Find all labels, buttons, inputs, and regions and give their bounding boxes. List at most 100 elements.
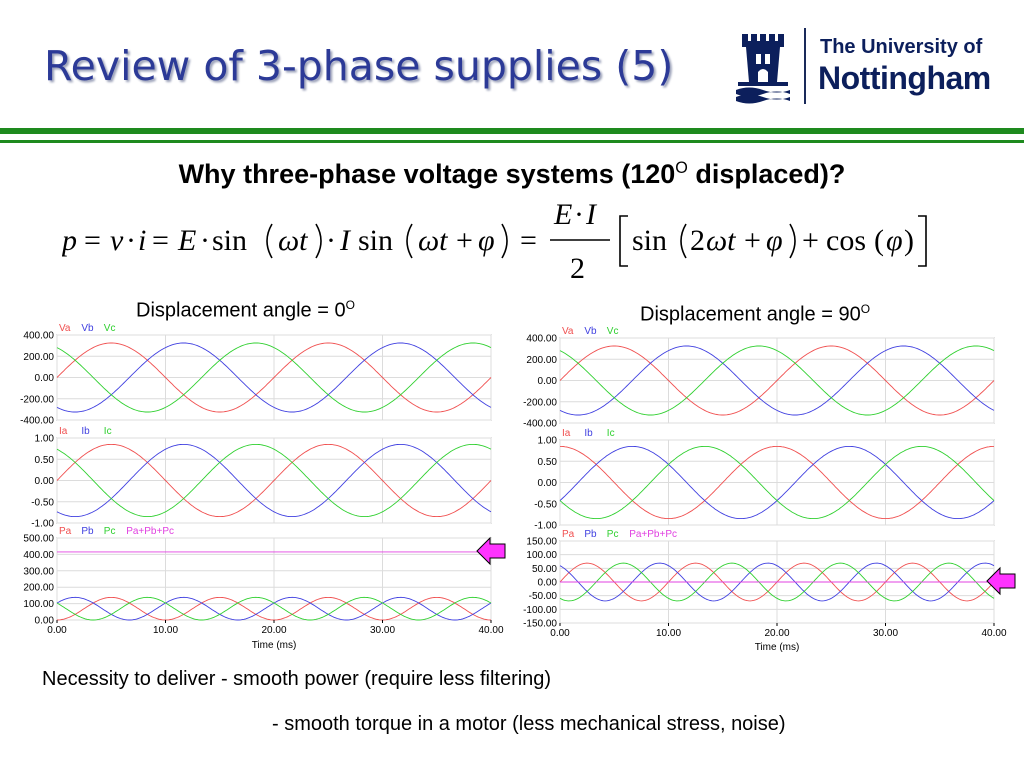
y-tick-label: 1.00 [538,436,558,447]
eq-I: I [339,224,352,257]
legend-entry: Pc [607,529,619,540]
y-tick-label: -0.50 [534,499,557,510]
y-tick-label: 400.00 [23,550,54,561]
x-tick-label: 0.00 [550,628,570,639]
eq-paren-open-2 [406,223,413,259]
x-axis-label: Time (ms) [755,642,800,653]
note-line-2: - smooth torque in a motor (less mechani… [272,713,786,735]
arrow-left-icon [986,566,1016,596]
note-line-1: Necessity to deliver - smooth power (req… [42,668,552,690]
y-tick-label: -1.00 [31,519,54,530]
eq-paren-open-1 [266,223,273,259]
subtitle-degree: O [675,159,688,177]
y-tick-label: 150.00 [526,537,557,548]
legend-entry: Va [562,326,574,337]
eq-dot-2: · [200,224,210,257]
y-tick-label: 50.00 [532,564,557,575]
y-tick-label: -1.00 [534,521,557,532]
eq-paren-close-2 [501,223,508,259]
eq-plus-3: + [802,224,819,257]
y-tick-label: -400.00 [523,419,557,430]
y-tick-label: -0.50 [31,497,54,508]
legend-entry: Ia [562,428,571,439]
y-tick-label: 500.00 [23,534,54,545]
x-tick-label: 20.00 [764,628,789,639]
x-axis-label: Time (ms) [252,640,297,651]
series-line-vc [56,342,492,413]
y-tick-label: 0.00 [538,578,558,589]
y-tick-label: 100.00 [23,599,54,610]
eq-paren-close-3 [789,223,796,259]
legend-entry: Vc [104,323,116,334]
legend-entry: Pa [562,529,575,540]
x-tick-label: 30.00 [873,628,898,639]
y-tick-label: 0.00 [538,376,558,387]
y-tick-label: 0.00 [35,373,55,384]
series-line-va [559,345,995,416]
eq-frac-I: I [585,198,598,231]
y-tick-label: -50.00 [529,591,558,602]
legend-entry: Ib [584,428,593,439]
panel-label-90deg-degree: O [860,302,871,316]
y-tick-label: 300.00 [23,566,54,577]
y-tick-label: -100.00 [523,605,557,616]
series-line-pc [56,596,492,621]
legend-entry: Pb [81,526,94,537]
castle-crest-icon [736,34,790,104]
y-tick-label: 200.00 [23,583,54,594]
legend-entry: Vb [584,326,597,337]
subtitle-text-end: displaced)? [687,159,846,189]
legend-entry: Pc [104,526,116,537]
x-tick-label: 30.00 [370,625,395,636]
logo-text-line1: The University of [820,36,983,58]
eq-two: 2 [690,224,705,257]
header-band-thick [0,128,1024,134]
eq-dot-3: · [326,224,336,257]
eq-frac-E: E [553,198,572,231]
y-tick-label: 400.00 [526,334,557,345]
series-line-vb [56,342,492,413]
eq-bracket-open [619,215,628,267]
x-tick-label: 10.00 [656,628,681,639]
eq-phi-2: φ [766,224,783,257]
eq-frac-dot: · [574,198,584,231]
legend-entry: Va [59,323,71,334]
y-tick-label: 1.00 [35,434,55,445]
x-tick-label: 0.00 [47,625,67,636]
eq-paren-close-4: ) [904,224,914,257]
eq-sin-1: sin [212,224,247,257]
series-line-vb [559,345,995,416]
y-tick-label: -200.00 [20,394,54,405]
slide-subtitle: Why three-phase voltage systems (120O di… [0,159,1024,190]
y-tick-label: 0.00 [35,476,55,487]
series-line-ic [56,443,492,518]
panel-label-90deg-text: Displacement angle = 90 [640,303,861,326]
panel-label-0deg-text: Displacement angle = 0 [136,299,346,322]
eq-sin-2: sin [358,224,393,257]
logo-text-line2: Nottingham [818,60,991,96]
eq-paren-open-3 [680,223,687,259]
legend-entry: Vb [81,323,94,334]
y-tick-label: -150.00 [523,619,557,630]
y-tick-label: 0.00 [35,616,55,627]
header-band-thin [0,140,1024,143]
eq-frac-2: 2 [570,252,585,285]
series-line-ib [56,443,492,518]
eq-plus-1: + [456,224,473,257]
eq-equals-3: = [520,224,537,257]
legend-entry: Ic [607,428,615,439]
y-tick-label: 200.00 [23,352,54,363]
y-tick-label: -400.00 [20,416,54,427]
eq-equals-1: = [84,224,101,257]
eq-bracket-close [918,215,927,267]
eq-cos: cos [826,224,866,257]
x-tick-label: 10.00 [153,625,178,636]
x-tick-label: 40.00 [981,628,1006,639]
eq-phi-1: φ [478,224,495,257]
eq-v: v [110,224,124,257]
legend-entry: Pb [584,529,597,540]
x-tick-label: 40.00 [478,625,503,636]
y-tick-label: 0.00 [538,478,558,489]
eq-dot-1: · [126,224,136,257]
y-tick-label: 100.00 [526,550,557,561]
